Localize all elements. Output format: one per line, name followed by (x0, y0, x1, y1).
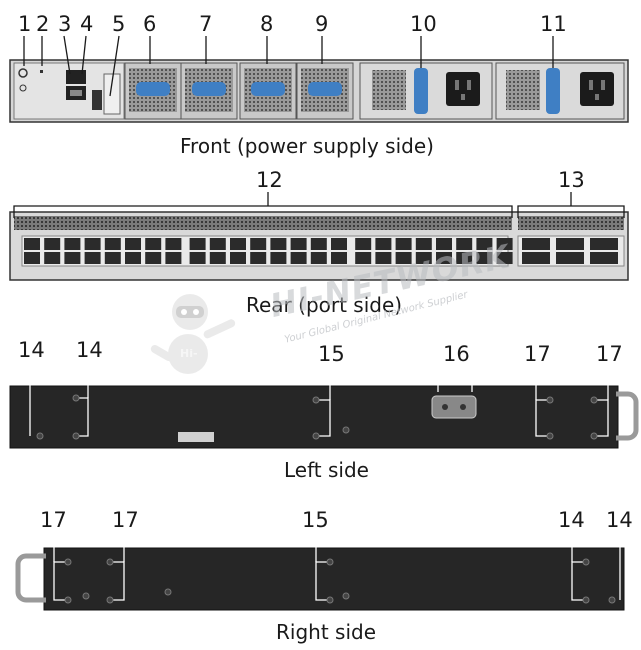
sfp-port (456, 252, 473, 264)
sfp-port (250, 252, 267, 264)
sfp-port (496, 238, 513, 250)
power-supply-10 (359, 62, 493, 120)
rear-panel (9, 192, 629, 281)
sfp-port (209, 238, 226, 250)
qsfp-port (522, 252, 550, 264)
sfp-port (270, 252, 287, 264)
sfp-port (331, 238, 347, 250)
sfp-port (165, 252, 182, 264)
sfp-port (250, 238, 267, 250)
sfp-port (104, 238, 121, 250)
sfp-port (24, 238, 40, 250)
sfp-port (331, 252, 347, 264)
caption-right: Right side (276, 620, 376, 644)
callout-6: 6 (143, 12, 157, 36)
sfp-port (125, 238, 141, 250)
callout-3: 3 (58, 12, 72, 36)
sfp-port (44, 238, 61, 250)
sfp-port (415, 238, 432, 250)
callout-9: 9 (315, 12, 329, 36)
sfp-port (24, 252, 40, 264)
callout-14-right-a: 14 (558, 508, 585, 532)
qsfp-port (590, 238, 618, 250)
callout-13: 13 (558, 168, 585, 192)
sfp-port (189, 238, 206, 250)
sfp-port (189, 252, 206, 264)
sfp-port (395, 238, 412, 250)
sfp-port (310, 238, 327, 250)
callout-14-left-b: 14 (76, 338, 103, 362)
qsfp-port (522, 238, 550, 250)
ground-terminal (431, 395, 477, 419)
callout-17-right-b: 17 (112, 508, 139, 532)
fan-module-8 (239, 62, 297, 120)
callout-17-right-a: 17 (40, 508, 67, 532)
sfp-port (44, 252, 61, 264)
sfp-port (104, 252, 121, 264)
mascot-logo (150, 294, 236, 374)
callout-17-left-a: 17 (524, 342, 551, 366)
callout-4: 4 (80, 12, 94, 36)
fan-module-9 (296, 62, 354, 120)
sfp-port (84, 252, 101, 264)
callout-15-left: 15 (318, 342, 345, 366)
sfp-port (145, 238, 162, 250)
sfp-port (270, 238, 287, 250)
callout-16: 16 (443, 342, 470, 366)
caption-front: Front (power supply side) (180, 134, 434, 158)
sfp-port (375, 238, 392, 250)
callout-1: 1 (18, 12, 32, 36)
callout-2: 2 (36, 12, 50, 36)
caption-left: Left side (284, 458, 369, 482)
callout-7: 7 (199, 12, 213, 36)
sfp-port (436, 252, 452, 264)
left-side-panel (9, 362, 639, 449)
sfp-port (290, 252, 307, 264)
sfp-port (355, 238, 372, 250)
fan-module-6 (124, 62, 182, 120)
sfp-port (496, 252, 513, 264)
qsfp-port (556, 238, 584, 250)
warning-label (178, 432, 214, 442)
callout-15-right: 15 (302, 508, 329, 532)
mascot-badge: Hi- (180, 347, 198, 360)
sfp-port (64, 252, 81, 264)
callout-11: 11 (540, 12, 567, 36)
callout-12: 12 (256, 168, 283, 192)
sfp-port (290, 238, 307, 250)
caption-rear: Rear (port side) (246, 293, 403, 317)
qsfp-port (556, 252, 584, 264)
qsfp-port (590, 252, 618, 264)
callout-5: 5 (112, 12, 126, 36)
sfp-port (64, 238, 81, 250)
sfp-port (456, 238, 473, 250)
callout-14-right-b: 14 (606, 508, 633, 532)
callout-14-left-a: 14 (18, 338, 45, 362)
sfp-port (145, 252, 162, 264)
right-side-panel (15, 532, 625, 611)
callout-8: 8 (260, 12, 274, 36)
sfp-port (125, 252, 141, 264)
callout-17-left-b: 17 (596, 342, 623, 366)
sfp-port (310, 252, 327, 264)
sfp-port (375, 252, 392, 264)
sfp-port (165, 238, 182, 250)
front-panel (9, 35, 629, 123)
sfp-port (84, 238, 101, 250)
sfp-port (436, 238, 452, 250)
sfp-port (415, 252, 432, 264)
sfp-port (395, 252, 412, 264)
sfp-port (476, 238, 493, 250)
callout-10: 10 (410, 12, 437, 36)
sfp-port (476, 252, 493, 264)
fan-module-7 (180, 62, 238, 120)
sfp-port (355, 252, 372, 264)
sfp-port (230, 238, 246, 250)
sfp-port (230, 252, 246, 264)
power-supply-11 (495, 62, 625, 120)
sfp-port (209, 252, 226, 264)
